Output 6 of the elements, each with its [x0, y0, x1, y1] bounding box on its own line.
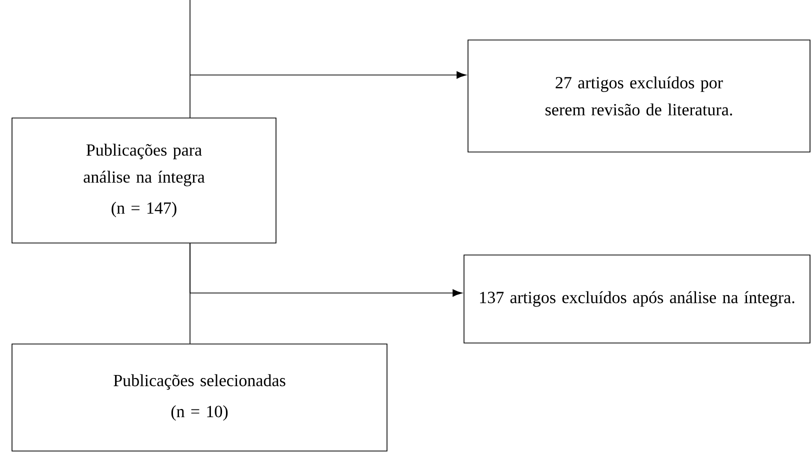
process-box: Publicações para análise na íntegra (n = 147) — [12, 118, 276, 244]
process-box: 137 artigos excluídos após análise na íntegra. — [464, 254, 810, 344]
arrow — [190, 71, 466, 79]
process-box: Publicações selecionadas (n = 10) — [12, 344, 388, 452]
process-box: 27 artigos excluídos por serem revisão de literatura. — [468, 40, 810, 152]
arrow — [190, 242, 462, 297]
